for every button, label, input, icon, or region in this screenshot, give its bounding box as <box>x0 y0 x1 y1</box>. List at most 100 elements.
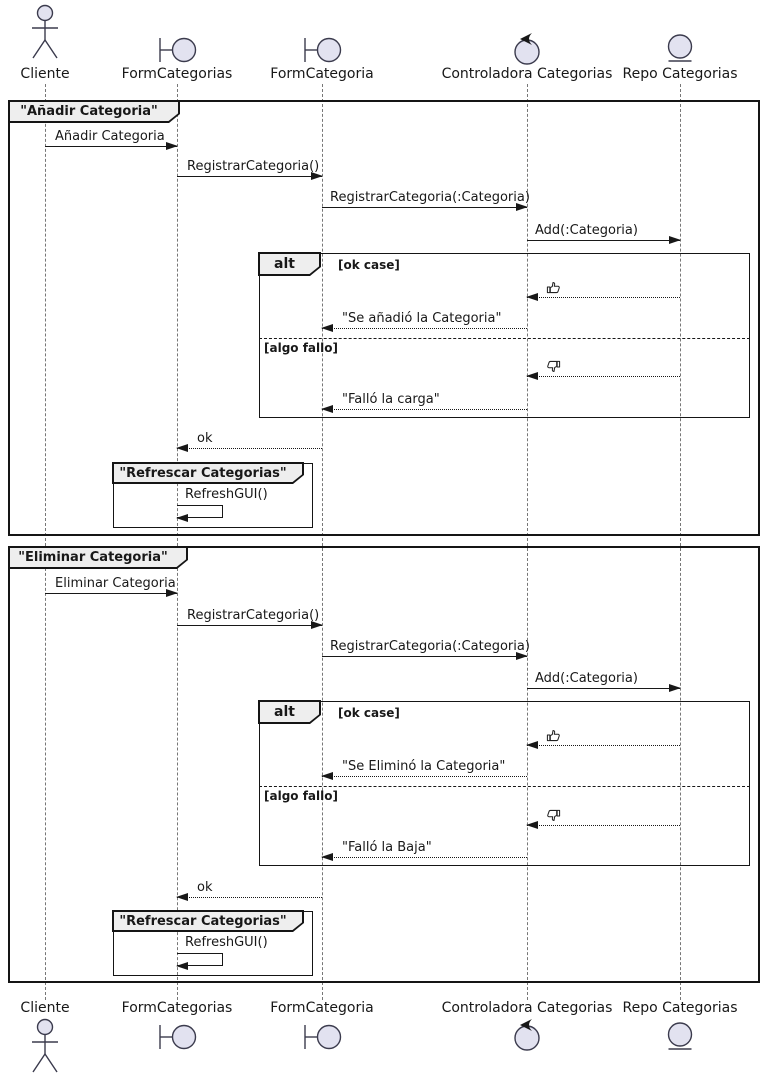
alt-operator-tab: alt <box>258 700 321 724</box>
message-label: Eliminar Categoria <box>55 576 176 591</box>
arrowhead-icon <box>669 236 681 244</box>
return-label: "Falló la carga" <box>342 392 440 407</box>
message-label: RegistrarCategoria(:Categoria) <box>330 190 530 205</box>
message-arrow <box>527 684 681 692</box>
message-arrow <box>322 203 528 211</box>
message-arrow <box>45 142 178 150</box>
thumbs-up-icon <box>546 728 561 743</box>
arrowhead-icon <box>176 444 188 452</box>
entity-icon <box>665 34 695 64</box>
self-message-loop <box>176 953 223 970</box>
message-label: RegistrarCategoria() <box>187 159 320 174</box>
frame-title: "Refrescar Categorias" <box>114 464 302 482</box>
arrowhead-icon <box>166 142 178 150</box>
alt-divider <box>259 786 750 787</box>
return-arrow <box>321 324 527 332</box>
arrowhead-icon <box>516 652 528 660</box>
lifeline-formcategoria <box>322 84 323 1000</box>
alt-operator: alt <box>260 702 319 722</box>
guard-fail: [algo fallo] <box>264 789 338 803</box>
arrowhead-icon <box>516 203 528 211</box>
arrowhead-icon <box>526 821 538 829</box>
arrowhead-icon <box>311 172 323 180</box>
return-arrow <box>526 372 680 380</box>
alt-operator-tab: alt <box>258 252 321 276</box>
guard-ok: [ok case] <box>338 258 400 272</box>
boundary-icon <box>300 1023 344 1051</box>
message-arrow <box>177 621 323 629</box>
message-arrow <box>527 236 681 244</box>
frame-eliminar-categoria: "Eliminar Categoria" <box>8 546 760 983</box>
frame-title-tab: "Refrescar Categorias" <box>112 462 304 484</box>
control-icon <box>512 1019 542 1052</box>
message-label: Añadir Categoria <box>55 129 165 144</box>
arrowhead-icon <box>526 741 538 749</box>
arrowhead-icon <box>176 893 188 901</box>
self-message-label: RefreshGUI() <box>185 487 268 502</box>
return-label: "Se añadió la Categoria" <box>342 311 502 326</box>
arrowhead-icon <box>669 684 681 692</box>
arrowhead-icon <box>321 853 333 861</box>
message-arrow <box>177 172 323 180</box>
participant-label-formcategorias-bottom: FormCategorias <box>121 1000 233 1016</box>
return-arrow <box>526 821 680 829</box>
arrowhead-icon <box>176 514 188 522</box>
frame-title-tab: "Refrescar Categorias" <box>112 910 304 932</box>
lifeline-repo <box>680 84 681 1000</box>
return-label: ok <box>197 431 213 446</box>
lifeline-controladora <box>527 84 528 1000</box>
arrowhead-icon <box>526 293 538 301</box>
message-label: Add(:Categoria) <box>535 223 638 238</box>
return-arrow <box>176 893 322 901</box>
return-arrow <box>321 853 527 861</box>
arrowhead-icon <box>321 405 333 413</box>
arrowhead-icon <box>311 621 323 629</box>
arrowhead-icon <box>176 962 188 970</box>
participant-label-controladora-bottom: Controladora Categorias <box>441 1000 613 1016</box>
message-label: RegistrarCategoria() <box>187 608 320 623</box>
frame-refrescar-categorias: "Refrescar Categorias" <box>113 911 313 976</box>
participant-label-formcategoria-bottom: FormCategoria <box>270 1000 374 1016</box>
return-label: ok <box>197 880 213 895</box>
participant-label-cliente-bottom: Cliente <box>20 1000 70 1016</box>
participant-label-formcategoria: FormCategoria <box>270 66 374 82</box>
thumbs-down-icon <box>546 359 561 374</box>
frame-title-tab: "Eliminar Categoria" <box>8 546 188 569</box>
lifeline-cliente <box>45 84 46 1000</box>
arrowhead-icon <box>321 324 333 332</box>
message-label: RegistrarCategoria(:Categoria) <box>330 639 530 654</box>
self-message-loop <box>176 505 223 522</box>
message-arrow <box>322 652 528 660</box>
participant-label-formcategorias: FormCategorias <box>121 66 233 82</box>
lifeline-formcategorias <box>177 84 178 1000</box>
participant-label-repo-bottom: Repo Categorias <box>622 1000 738 1016</box>
guard-fail: [algo fallo] <box>264 341 338 355</box>
self-message-label: RefreshGUI() <box>185 935 268 950</box>
frame-anadir-categoria: "Añadir Categoria" <box>8 100 760 536</box>
alt-operator: alt <box>260 254 319 274</box>
return-arrow <box>321 405 527 413</box>
participant-label-repo: Repo Categorias <box>622 66 738 82</box>
frame-title: "Refrescar Categorias" <box>114 912 302 930</box>
control-icon <box>512 33 542 66</box>
entity-icon <box>665 1022 695 1052</box>
alt-fragment: alt <box>259 701 750 866</box>
thumbs-down-icon <box>546 808 561 823</box>
frame-title-tab: "Añadir Categoria" <box>8 100 180 123</box>
return-arrow <box>321 772 527 780</box>
message-label: Add(:Categoria) <box>535 671 638 686</box>
arrowhead-icon <box>526 372 538 380</box>
message-arrow <box>45 589 178 597</box>
boundary-icon <box>155 36 199 64</box>
boundary-icon <box>300 36 344 64</box>
actor-icon <box>28 1018 62 1076</box>
participant-label-cliente: Cliente <box>20 66 70 82</box>
thumbs-up-icon <box>546 280 561 295</box>
actor-icon <box>28 4 62 62</box>
frame-title: "Eliminar Categoria" <box>10 548 186 567</box>
return-arrow <box>526 293 680 301</box>
return-arrow <box>176 444 322 452</box>
participant-label-controladora: Controladora Categorias <box>441 66 613 82</box>
arrowhead-icon <box>166 589 178 597</box>
